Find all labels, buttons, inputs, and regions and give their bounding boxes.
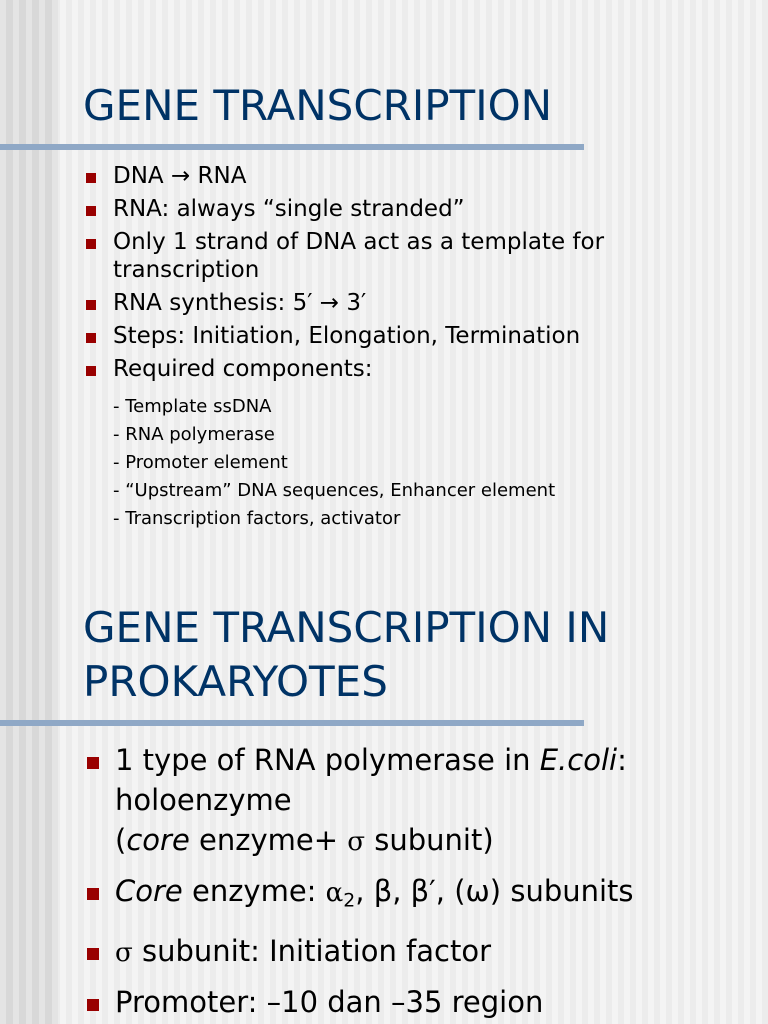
- bullet-item: RNA: always “single stranded”: [86, 195, 713, 223]
- bullet-item-rna-polymerase: 1 type of RNA polymerase in E.coli: holo…: [87, 740, 755, 862]
- square-bullet-icon: [86, 206, 96, 216]
- square-bullet-icon: [86, 366, 96, 376]
- bullet-list: DNA → RNA RNA: always “single stranded” …: [86, 162, 713, 388]
- bullet-item: DNA → RNA: [86, 162, 713, 190]
- bullet-item: Only 1 strand of DNA act as a template f…: [86, 228, 713, 284]
- square-bullet-icon: [87, 947, 99, 960]
- square-bullet-icon: [87, 998, 99, 1011]
- sub-item-list: - Template ssDNA - RNA polymerase - Prom…: [113, 393, 555, 533]
- sub-item: - Transcription factors, activator: [113, 508, 401, 529]
- sub-item: - RNA polymerase: [113, 424, 275, 445]
- square-bullet-icon: [87, 757, 99, 769]
- title-underline: [0, 720, 584, 726]
- slide-gene-transcription-prokaryotes: GENE TRANSCRIPTION IN PROKARYOTES 1 type…: [0, 576, 768, 1024]
- bullet-item: Required components:: [86, 355, 713, 383]
- square-bullet-icon: [87, 888, 99, 900]
- bullet-item-sigma-subunit: σ subunit: Initiation factor: [87, 931, 755, 973]
- bullet-item: Steps: Initiation, Elongation, Terminati…: [86, 322, 713, 350]
- square-bullet-icon: [86, 173, 96, 183]
- sub-item: - Template ssDNA: [113, 396, 272, 417]
- slide-title: GENE TRANSCRIPTION IN PROKARYOTES: [83, 603, 610, 706]
- slide-gene-transcription: GENE TRANSCRIPTION DNA → RNA RNA: always…: [0, 0, 768, 576]
- left-decorative-strip: [0, 576, 58, 1024]
- square-bullet-icon: [86, 239, 96, 249]
- left-decorative-strip: [0, 0, 58, 576]
- bullet-item-core-enzyme: Core enzyme: α2, β, β′, (ω) subunits: [87, 871, 755, 922]
- sub-item: - Promoter element: [113, 452, 288, 473]
- square-bullet-icon: [86, 300, 96, 310]
- slide-title: GENE TRANSCRIPTION: [83, 81, 553, 130]
- title-underline: [0, 144, 584, 150]
- bullet-item: RNA synthesis: 5′ → 3′: [86, 289, 713, 317]
- bullet-item-promoter: Promoter: –10 dan –35 region: [87, 982, 755, 1022]
- sub-item: - “Upstream” DNA sequences, Enhancer ele…: [113, 480, 556, 501]
- bullet-list: 1 type of RNA polymerase in E.coli: holo…: [87, 740, 755, 1024]
- square-bullet-icon: [86, 333, 96, 343]
